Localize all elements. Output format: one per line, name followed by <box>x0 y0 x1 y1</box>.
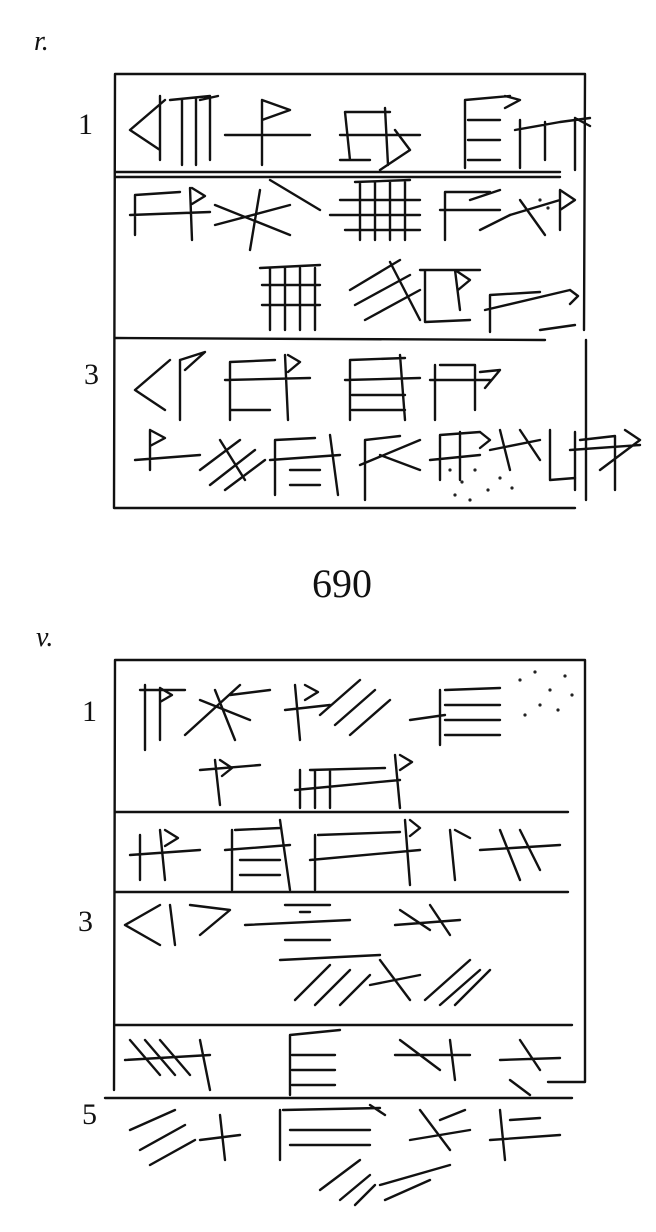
reverse-line-number-1: 1 <box>82 695 97 728</box>
reverse-line-2-signs <box>128 818 562 892</box>
obverse-line-3-signs <box>133 198 642 502</box>
obverse-frame <box>112 72 588 510</box>
reverse-line-5-signs <box>128 1103 562 1207</box>
reverse-frame <box>103 658 587 1100</box>
reverse-line-3-signs <box>123 903 492 1007</box>
obverse-line-1-signs <box>128 94 592 172</box>
obverse-line-2-signs <box>128 178 580 334</box>
reverse-side-label: v. <box>36 622 54 653</box>
obverse-line-number-3: 3 <box>84 358 99 391</box>
reverse-line-number-3: 3 <box>78 905 93 938</box>
reverse-line-4-signs <box>123 1028 562 1097</box>
reverse-line-1-signs <box>138 670 574 810</box>
reverse-line-number-5: 5 <box>82 1098 97 1131</box>
obverse-side-label: r. <box>34 26 49 57</box>
catalog-number: 690 <box>312 561 372 606</box>
obverse-line-number-1: 1 <box>78 108 93 141</box>
